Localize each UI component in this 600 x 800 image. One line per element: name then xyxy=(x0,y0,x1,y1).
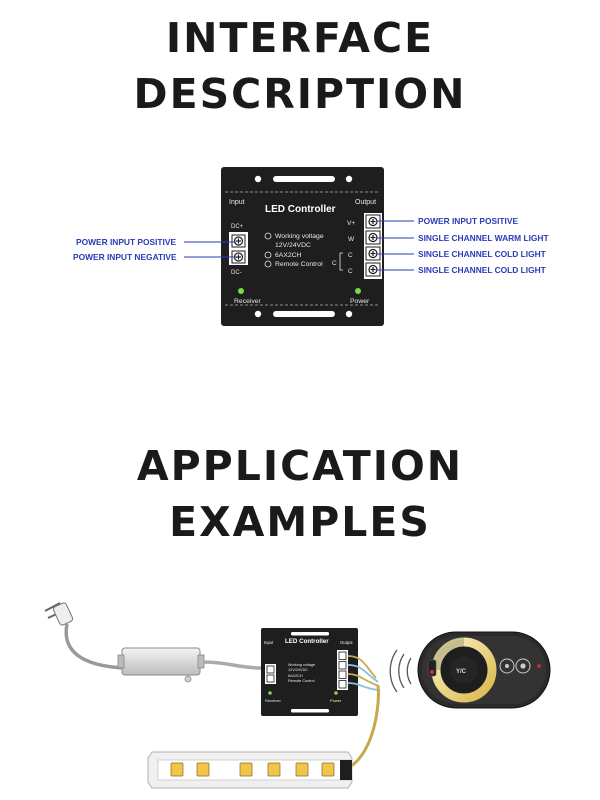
receiver-label: Receiver xyxy=(234,298,262,305)
application-heading-line2: EXAMPLES xyxy=(169,498,431,546)
terminal-label-c1: C xyxy=(348,252,353,259)
spec-remote: Remote Control xyxy=(275,261,323,268)
brightness-down-button[interactable] xyxy=(499,658,515,674)
power-supply-unit xyxy=(117,647,263,683)
application-heading-line1: APPLICATION xyxy=(136,442,464,490)
dc-plus-label: DC+ xyxy=(231,224,244,230)
controller-title: LED Controller xyxy=(265,204,336,215)
output-terminal xyxy=(365,246,381,261)
remote-power-icon xyxy=(430,670,434,674)
example-receiver-label: Receiver xyxy=(265,698,281,703)
power-plug-icon xyxy=(44,602,126,670)
output-terminal xyxy=(365,214,381,229)
callout-left-positive: POWER INPUT POSITIVE xyxy=(76,237,176,247)
dc-minus-label: DC- xyxy=(231,270,242,276)
example-output-label: Output xyxy=(340,640,353,645)
example-controller-title: LED Controller xyxy=(285,638,329,645)
example-spec-current: 6AX2CH xyxy=(288,674,303,678)
callout-lines xyxy=(184,220,414,271)
remote-indicator-led xyxy=(537,664,541,668)
mount-hole xyxy=(345,310,353,318)
interface-heading-line1: INTERFACE xyxy=(165,14,435,62)
example-spec-voltage: Working voltage xyxy=(288,663,315,667)
spec-working-voltage: Working voltage xyxy=(275,233,324,240)
led-chip xyxy=(239,762,253,777)
example-power-label: Power xyxy=(330,698,342,703)
mount-slot-bottom xyxy=(273,311,335,317)
color-temperature-ring[interactable] xyxy=(431,637,497,703)
callout-right-warm: SINGLE CHANNEL WARM LIGHT xyxy=(418,233,549,243)
led-chip xyxy=(321,762,335,777)
input-terminal-block xyxy=(229,232,248,265)
terminal-label-w: W xyxy=(348,236,355,243)
example-controller-device: Input Output LED Controller Working volt… xyxy=(261,628,358,716)
callout-right-cold-2: SINGLE CHANNEL COLD LIGHT xyxy=(418,265,547,275)
output-label: Output xyxy=(355,199,376,206)
led-chip xyxy=(170,762,184,777)
power-label: Power xyxy=(350,298,370,305)
mount-hole xyxy=(254,175,262,183)
mount-hole xyxy=(345,175,353,183)
output-terminal xyxy=(365,230,381,245)
spec-bullet-icon xyxy=(264,260,272,268)
power-led xyxy=(355,288,361,294)
mount-slot-top xyxy=(273,176,335,182)
terminal-label-c2: C xyxy=(348,268,353,275)
example-input-label: Input xyxy=(264,640,274,645)
example-spec-voltage-value: 12V/24VDC xyxy=(288,668,308,672)
cc-bracket xyxy=(339,252,343,271)
input-label: Input xyxy=(229,199,245,206)
wireless-signal-icon xyxy=(389,649,412,693)
interface-heading-line2: DESCRIPTION xyxy=(133,70,467,118)
callout-right-cold-1: SINGLE CHANNEL COLD LIGHT xyxy=(418,249,547,259)
callout-left-negative: POWER INPUT NEGATIVE xyxy=(73,252,177,262)
terminal-label-vplus: V+ xyxy=(347,220,355,227)
led-chip xyxy=(267,762,281,777)
led-strip xyxy=(147,751,353,789)
led-chip xyxy=(196,762,210,777)
output-terminal xyxy=(365,262,381,277)
spec-current: 6AX2CH xyxy=(275,252,302,259)
sun-large-icon xyxy=(520,663,526,669)
cc-group-label: C xyxy=(332,260,337,267)
example-spec-remote: Remote Control xyxy=(288,679,315,683)
remote-control: Y/C xyxy=(417,631,551,709)
spec-voltage-value: 12V/24VDC xyxy=(275,242,311,249)
sun-small-icon xyxy=(505,664,509,668)
mount-hole xyxy=(254,310,262,318)
spec-bullet-icon xyxy=(264,232,272,240)
spec-bullet-icon xyxy=(264,251,272,259)
led-chip xyxy=(295,762,309,777)
callout-right-positive: POWER INPUT POSITIVE xyxy=(418,216,518,226)
remote-yc-label: Y/C xyxy=(456,669,467,675)
output-terminal-block xyxy=(364,213,382,279)
controller-device: Input Output LED Controller DC+ DC- Work… xyxy=(221,167,384,326)
receiver-led xyxy=(238,288,244,294)
brightness-up-button[interactable] xyxy=(515,658,531,674)
